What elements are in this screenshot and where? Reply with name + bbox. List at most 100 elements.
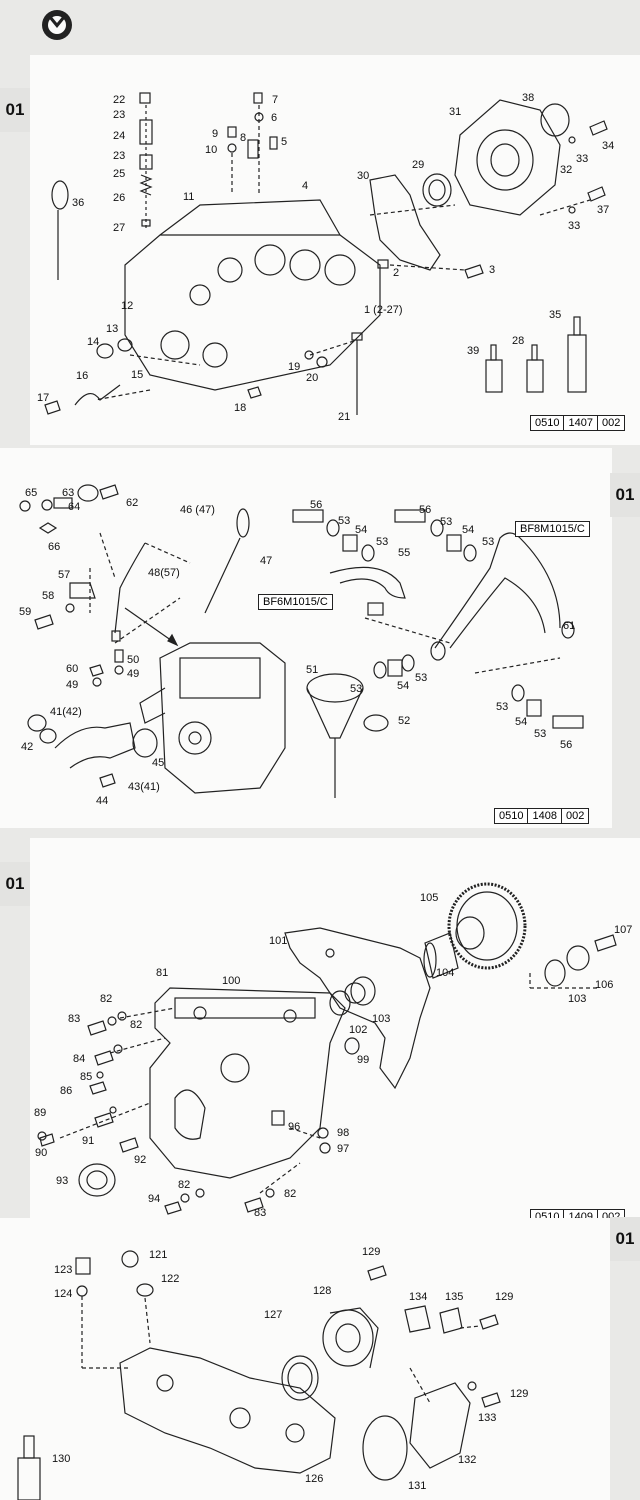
code-part: 1407 bbox=[564, 416, 598, 430]
callout: 14 bbox=[87, 336, 99, 348]
callout: 51 bbox=[306, 664, 318, 676]
section-1-tab: 01 bbox=[0, 88, 30, 132]
callout: 48(57) bbox=[148, 567, 180, 579]
callout: 64 bbox=[68, 501, 80, 513]
callout: 122 bbox=[161, 1273, 179, 1285]
callout: 42 bbox=[21, 741, 33, 753]
callout: 7 bbox=[272, 94, 278, 106]
callout: 53 bbox=[338, 515, 350, 527]
callout: 92 bbox=[134, 1154, 146, 1166]
callout: 129 bbox=[495, 1291, 513, 1303]
callout: 35 bbox=[549, 309, 561, 321]
callout: 54 bbox=[355, 524, 367, 536]
variant-label-bf8: BF8M1015/C bbox=[515, 521, 590, 537]
callout: 38 bbox=[522, 92, 534, 104]
callout: 128 bbox=[313, 1285, 331, 1297]
section-1-sheet bbox=[30, 55, 640, 445]
callout: 100 bbox=[222, 975, 240, 987]
code-part: 1408 bbox=[528, 809, 562, 823]
callout: 61 bbox=[563, 620, 575, 632]
callout: 47 bbox=[260, 555, 272, 567]
callout: 43(41) bbox=[128, 781, 160, 793]
callout: 17 bbox=[37, 392, 49, 404]
callout: 134 bbox=[409, 1291, 427, 1303]
callout: 65 bbox=[25, 487, 37, 499]
callout: 34 bbox=[602, 140, 614, 152]
callout: 31 bbox=[449, 106, 461, 118]
callout: 6 bbox=[271, 112, 277, 124]
callout: 33 bbox=[576, 153, 588, 165]
callout: 11 bbox=[183, 191, 194, 203]
callout: 55 bbox=[398, 547, 410, 559]
callout: 63 bbox=[62, 487, 74, 499]
callout: 50 bbox=[127, 654, 139, 666]
callout: 121 bbox=[149, 1249, 167, 1261]
callout: 89 bbox=[34, 1107, 46, 1119]
callout: 83 bbox=[254, 1207, 266, 1218]
callout: 127 bbox=[264, 1309, 282, 1321]
callout: 58 bbox=[42, 590, 54, 602]
cover-assembly-diagram: 129 121 122 128 134 135 129 123 124 127 … bbox=[17, 1246, 528, 1500]
callout: 25 bbox=[113, 168, 125, 180]
callout: 105 bbox=[420, 892, 438, 904]
callout: 32 bbox=[560, 164, 572, 176]
callout: 57 bbox=[58, 569, 70, 581]
callout: 91 bbox=[82, 1135, 94, 1147]
callout: 39 bbox=[467, 345, 479, 357]
callout: 21 bbox=[338, 411, 350, 423]
callout: 4 bbox=[302, 180, 308, 192]
callout: 96 bbox=[288, 1121, 300, 1133]
code-part: 0510 bbox=[531, 1210, 565, 1219]
callout: 86 bbox=[60, 1085, 72, 1097]
oil-system-diagram: 65 63 62 64 66 57 58 59 60 49 50 49 46 (… bbox=[19, 484, 584, 807]
callout: 29 bbox=[412, 159, 424, 171]
callout: 53 bbox=[376, 536, 388, 548]
callout: 24 bbox=[113, 130, 125, 142]
callout: 82 bbox=[100, 993, 112, 1005]
callout: 49 bbox=[66, 679, 78, 691]
callout: 132 bbox=[458, 1454, 476, 1466]
section-3-sheet bbox=[30, 838, 640, 1218]
code-part: 0510 bbox=[531, 416, 565, 430]
callout: 103 bbox=[568, 993, 586, 1005]
callout: 82 bbox=[130, 1019, 142, 1031]
section-2-sheet bbox=[0, 448, 612, 828]
callout: 2 bbox=[393, 267, 399, 279]
code-part: 002 bbox=[601, 1211, 621, 1220]
callout: 41(42) bbox=[50, 706, 82, 718]
callout: 9 bbox=[212, 128, 218, 140]
code-part: 1409 bbox=[564, 1210, 598, 1219]
callout: 53 bbox=[496, 701, 508, 713]
callout: 18 bbox=[234, 402, 246, 414]
callout: 83 bbox=[68, 1013, 80, 1025]
callout: 62 bbox=[126, 497, 138, 509]
callout: 99 bbox=[357, 1054, 369, 1066]
section-4-tab: 01 bbox=[610, 1217, 640, 1261]
callout: 3 bbox=[489, 264, 495, 276]
callout: 53 bbox=[482, 536, 494, 548]
callout: 133 bbox=[478, 1412, 496, 1424]
drawing-code-2: 0510 1408 002 bbox=[494, 808, 590, 824]
callout: 60 bbox=[66, 663, 78, 675]
engine-block-diagram: 22 23 24 23 25 26 27 7 6 9 10 8 5 31 38 … bbox=[37, 92, 614, 423]
drawing-code-1: 0510 1407 002 bbox=[530, 415, 626, 431]
callout: 52 bbox=[398, 715, 410, 727]
callout: 44 bbox=[96, 795, 108, 807]
callout: 46 (47) bbox=[180, 504, 215, 516]
callout: 81 bbox=[156, 967, 168, 979]
callout: 130 bbox=[52, 1453, 70, 1465]
callout: 85 bbox=[80, 1071, 92, 1083]
callout: 30 bbox=[357, 170, 369, 182]
callout: 1 (2-27) bbox=[364, 304, 403, 316]
callout: 16 bbox=[76, 370, 88, 382]
callout: 59 bbox=[19, 606, 31, 618]
callout: 36 bbox=[72, 197, 84, 209]
callout: 97 bbox=[337, 1143, 349, 1155]
callout: 53 bbox=[350, 683, 362, 695]
variant-label-bf6: BF6M1015/C bbox=[258, 594, 333, 610]
callout: 20 bbox=[306, 372, 318, 384]
callout: 53 bbox=[534, 728, 546, 740]
callout: 101 bbox=[269, 935, 287, 947]
callout: 93 bbox=[56, 1175, 68, 1187]
callout: 13 bbox=[106, 323, 118, 335]
